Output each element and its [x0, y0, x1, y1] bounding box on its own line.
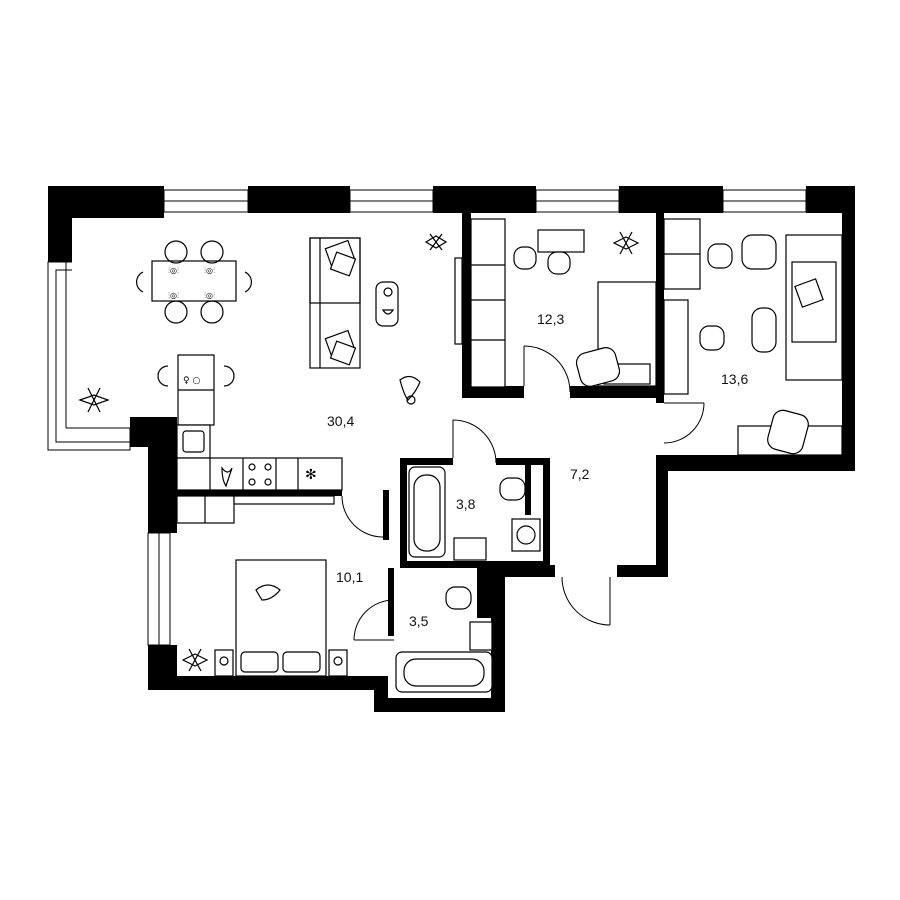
windows: [47, 189, 807, 646]
room-area-living: 30,4: [327, 413, 354, 429]
room-labels: 30,4 12,3 13,6 7,2 3,8 10,1 3,5: [327, 311, 748, 629]
doors: [341, 345, 705, 641]
left-bedroom-furniture: [181, 559, 348, 677]
room-area-bedroom-left: 10,1: [336, 569, 363, 585]
svg-text:⫶◎⫶: ⫶◎⫶: [168, 291, 179, 300]
svg-text:⫶◎⫶: ⫶◎⫶: [204, 291, 215, 300]
middle-bedroom-furniture: [470, 218, 657, 388]
room-area-bedroom-middle: 12,3: [537, 311, 564, 327]
room-area-bedroom-right: 13,6: [721, 371, 748, 387]
right-bedroom-furniture: [663, 218, 843, 456]
svg-text:✻: ✻: [305, 467, 317, 483]
svg-text:⫶◎⫶: ⫶◎⫶: [168, 266, 179, 275]
svg-text:⫶◎⫶: ⫶◎⫶: [204, 266, 215, 275]
living-furniture: ⫶◎⫶ ⫶◎⫶ ⫶◎⫶ ⫶◎⫶ ♀ ○: [78, 233, 463, 524]
bathroom-fixtures: [395, 466, 541, 693]
room-area-bathroom-small: 3,5: [409, 613, 429, 629]
walls: [48, 186, 855, 712]
room-area-bathroom-main: 3,8: [456, 496, 476, 512]
svg-text:♀ ○: ♀ ○: [183, 376, 200, 386]
room-area-hallway: 7,2: [570, 466, 590, 482]
